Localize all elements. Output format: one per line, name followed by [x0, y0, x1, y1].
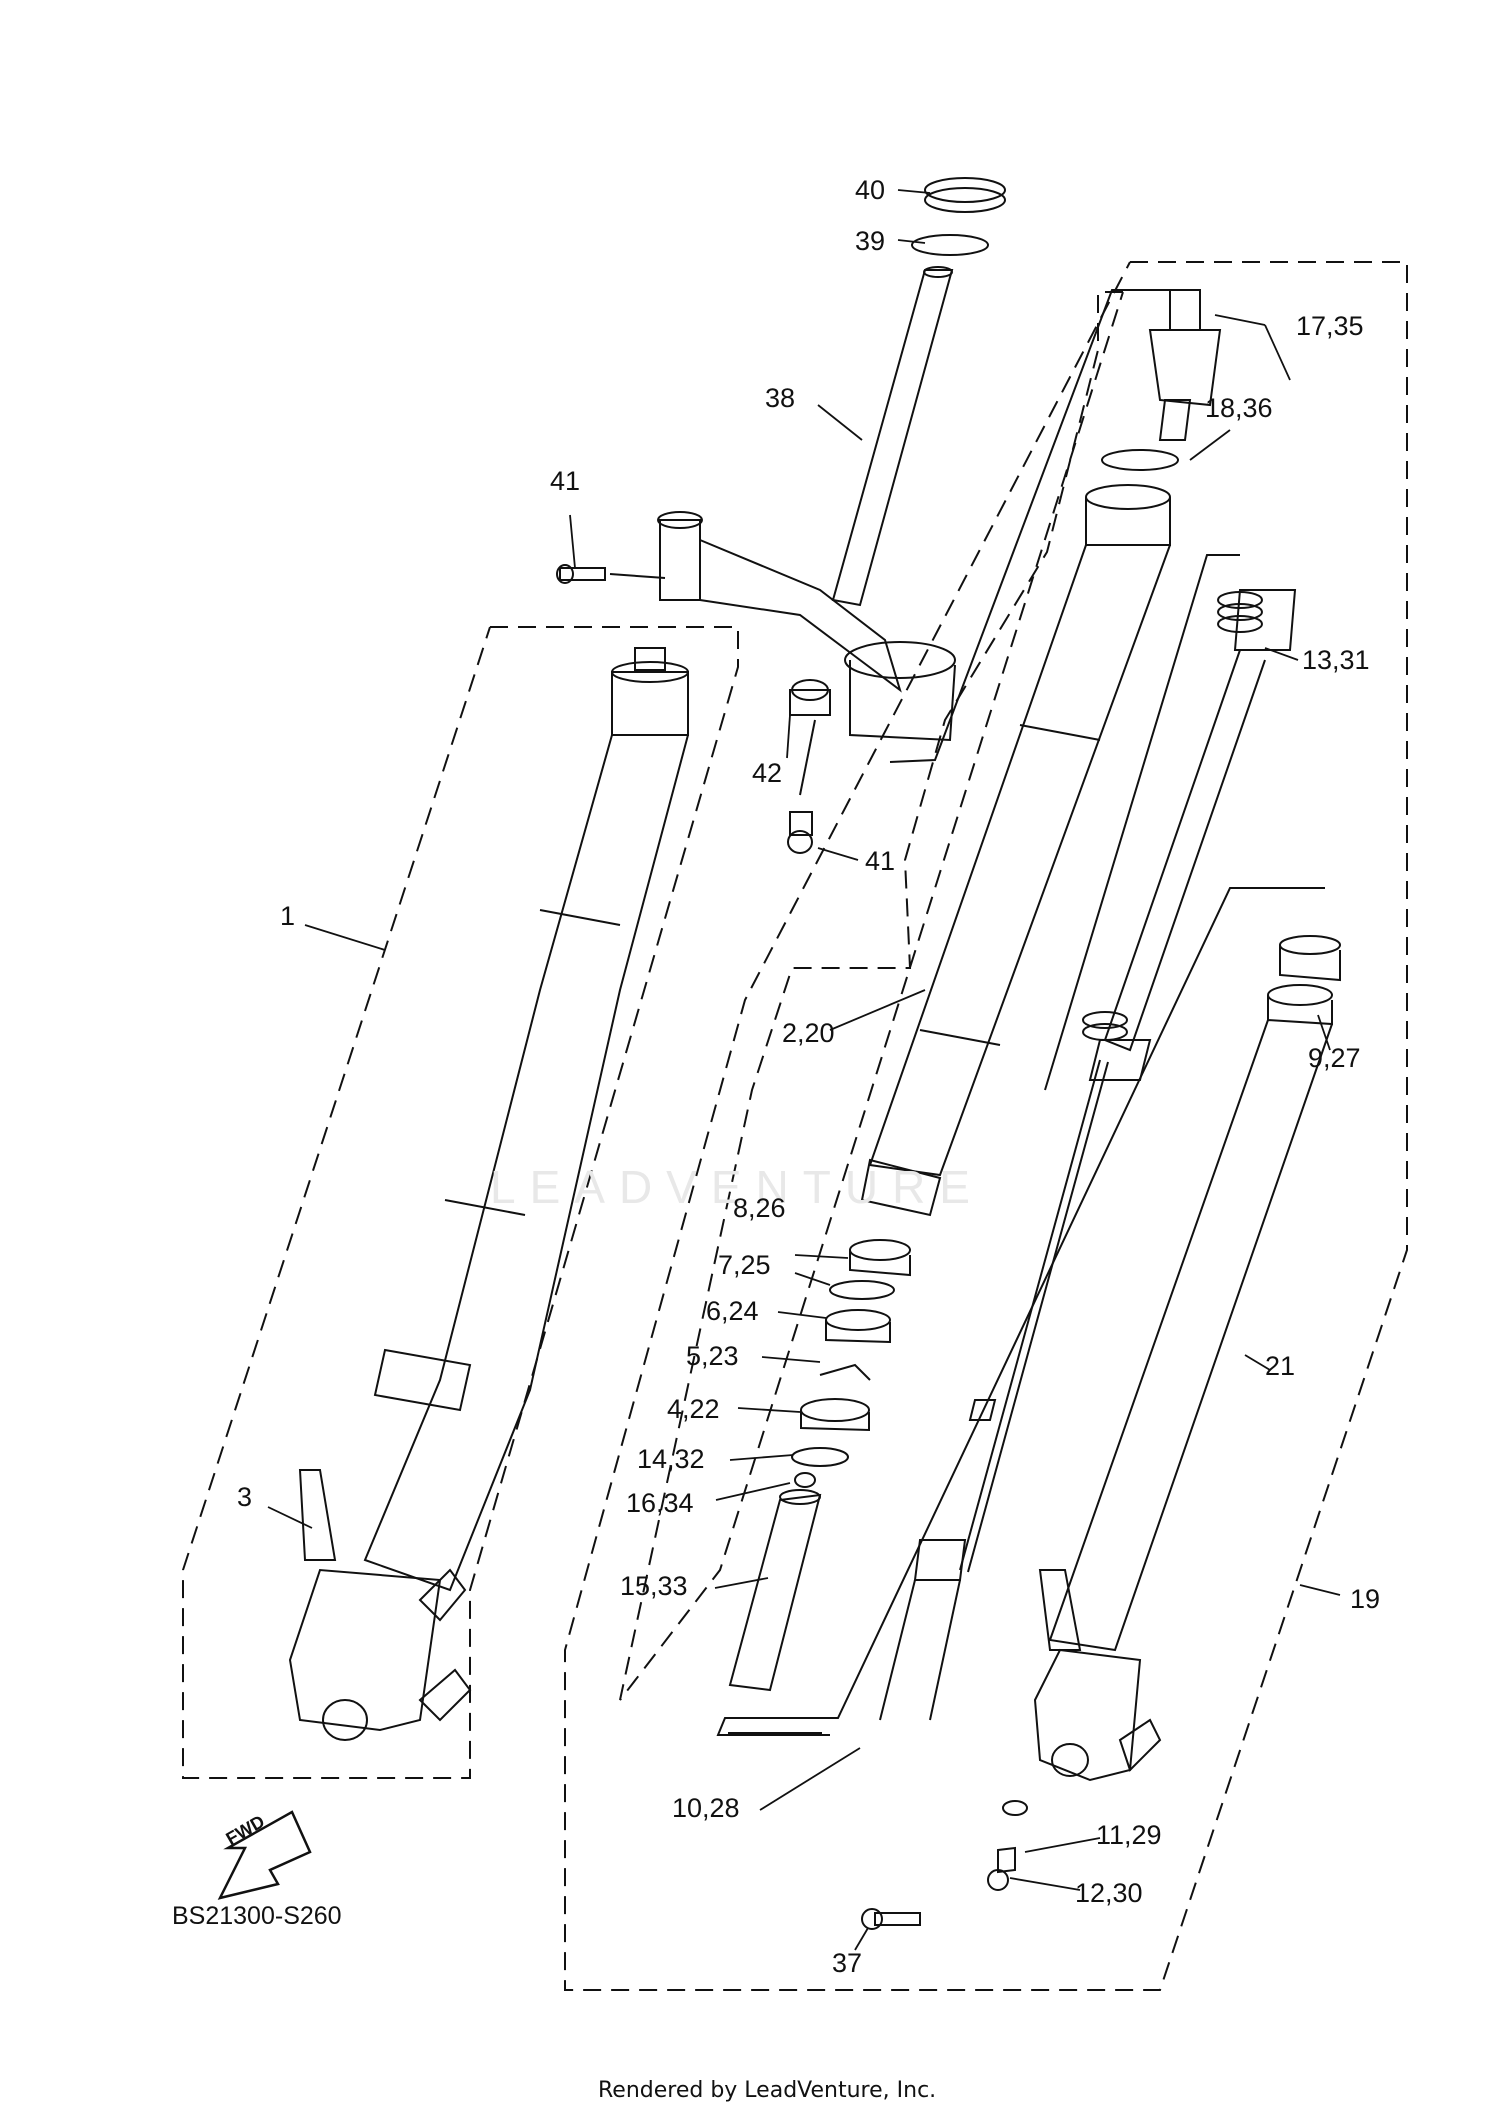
left-fork-assembly — [288, 647, 689, 1741]
group-box-right — [564, 261, 1408, 1991]
watermark: LEADVENTURE — [490, 1161, 984, 1213]
callout-38: 38 — [765, 383, 796, 413]
bracket-cylinder — [716, 887, 1325, 1736]
callout-41-upper: 41 — [550, 466, 581, 496]
fwd-arrow — [217, 1810, 312, 1900]
callout-3: 3 — [237, 1482, 253, 1512]
callout-1: 1 — [280, 901, 296, 931]
callout-2-20: 2,20 — [782, 1018, 835, 1048]
callout-18-36: 18,36 — [1205, 393, 1273, 423]
callout-19: 19 — [1350, 1584, 1381, 1614]
group-box-left — [182, 626, 739, 1779]
callout-5-23: 5,23 — [686, 1341, 739, 1371]
reference-code: BS21300-S260 — [172, 1902, 342, 1930]
callout-8-26: 8,26 — [733, 1193, 786, 1223]
callout-6-24: 6,24 — [706, 1296, 759, 1326]
group-box-inner — [619, 291, 1124, 1701]
callout-16-34: 16,34 — [626, 1488, 694, 1518]
spring — [1082, 591, 1263, 1041]
callout-9-27: 9,27 — [1308, 1043, 1361, 1073]
callout-13-31: 13,31 — [1302, 645, 1370, 675]
callout-10-28: 10,28 — [672, 1793, 740, 1823]
callout-4-22: 4,22 — [667, 1394, 720, 1424]
callout-11-29: 11,29 — [1096, 1820, 1162, 1850]
outer-tube — [1033, 935, 1341, 1782]
callout-17-35: 17,35 — [1296, 311, 1364, 341]
callout-7-25: 7,25 — [718, 1250, 771, 1280]
callout-14-32: 14,32 — [637, 1444, 705, 1474]
bracket-spring — [1044, 554, 1240, 1091]
callout-39: 39 — [855, 226, 886, 256]
inner-tube — [860, 484, 1171, 1217]
render-credit: Rendered by LeadVenture, Inc. — [598, 2078, 937, 2103]
callout-21: 21 — [1265, 1351, 1296, 1381]
leader-lines — [267, 189, 1341, 1951]
callout-40: 40 — [855, 175, 886, 205]
callout-37: 37 — [832, 1948, 863, 1978]
steering-stem — [556, 177, 1006, 854]
callout-15-33: 15,33 — [620, 1571, 688, 1601]
damper-cartridge — [879, 289, 1297, 1721]
callout-42: 42 — [752, 758, 783, 788]
fasteners — [861, 1800, 1028, 1930]
callout-12-30: 12,30 — [1075, 1878, 1143, 1908]
damper-parts — [728, 1239, 911, 1692]
callout-41-lower: 41 — [865, 846, 896, 876]
bracket-top — [889, 289, 1197, 763]
